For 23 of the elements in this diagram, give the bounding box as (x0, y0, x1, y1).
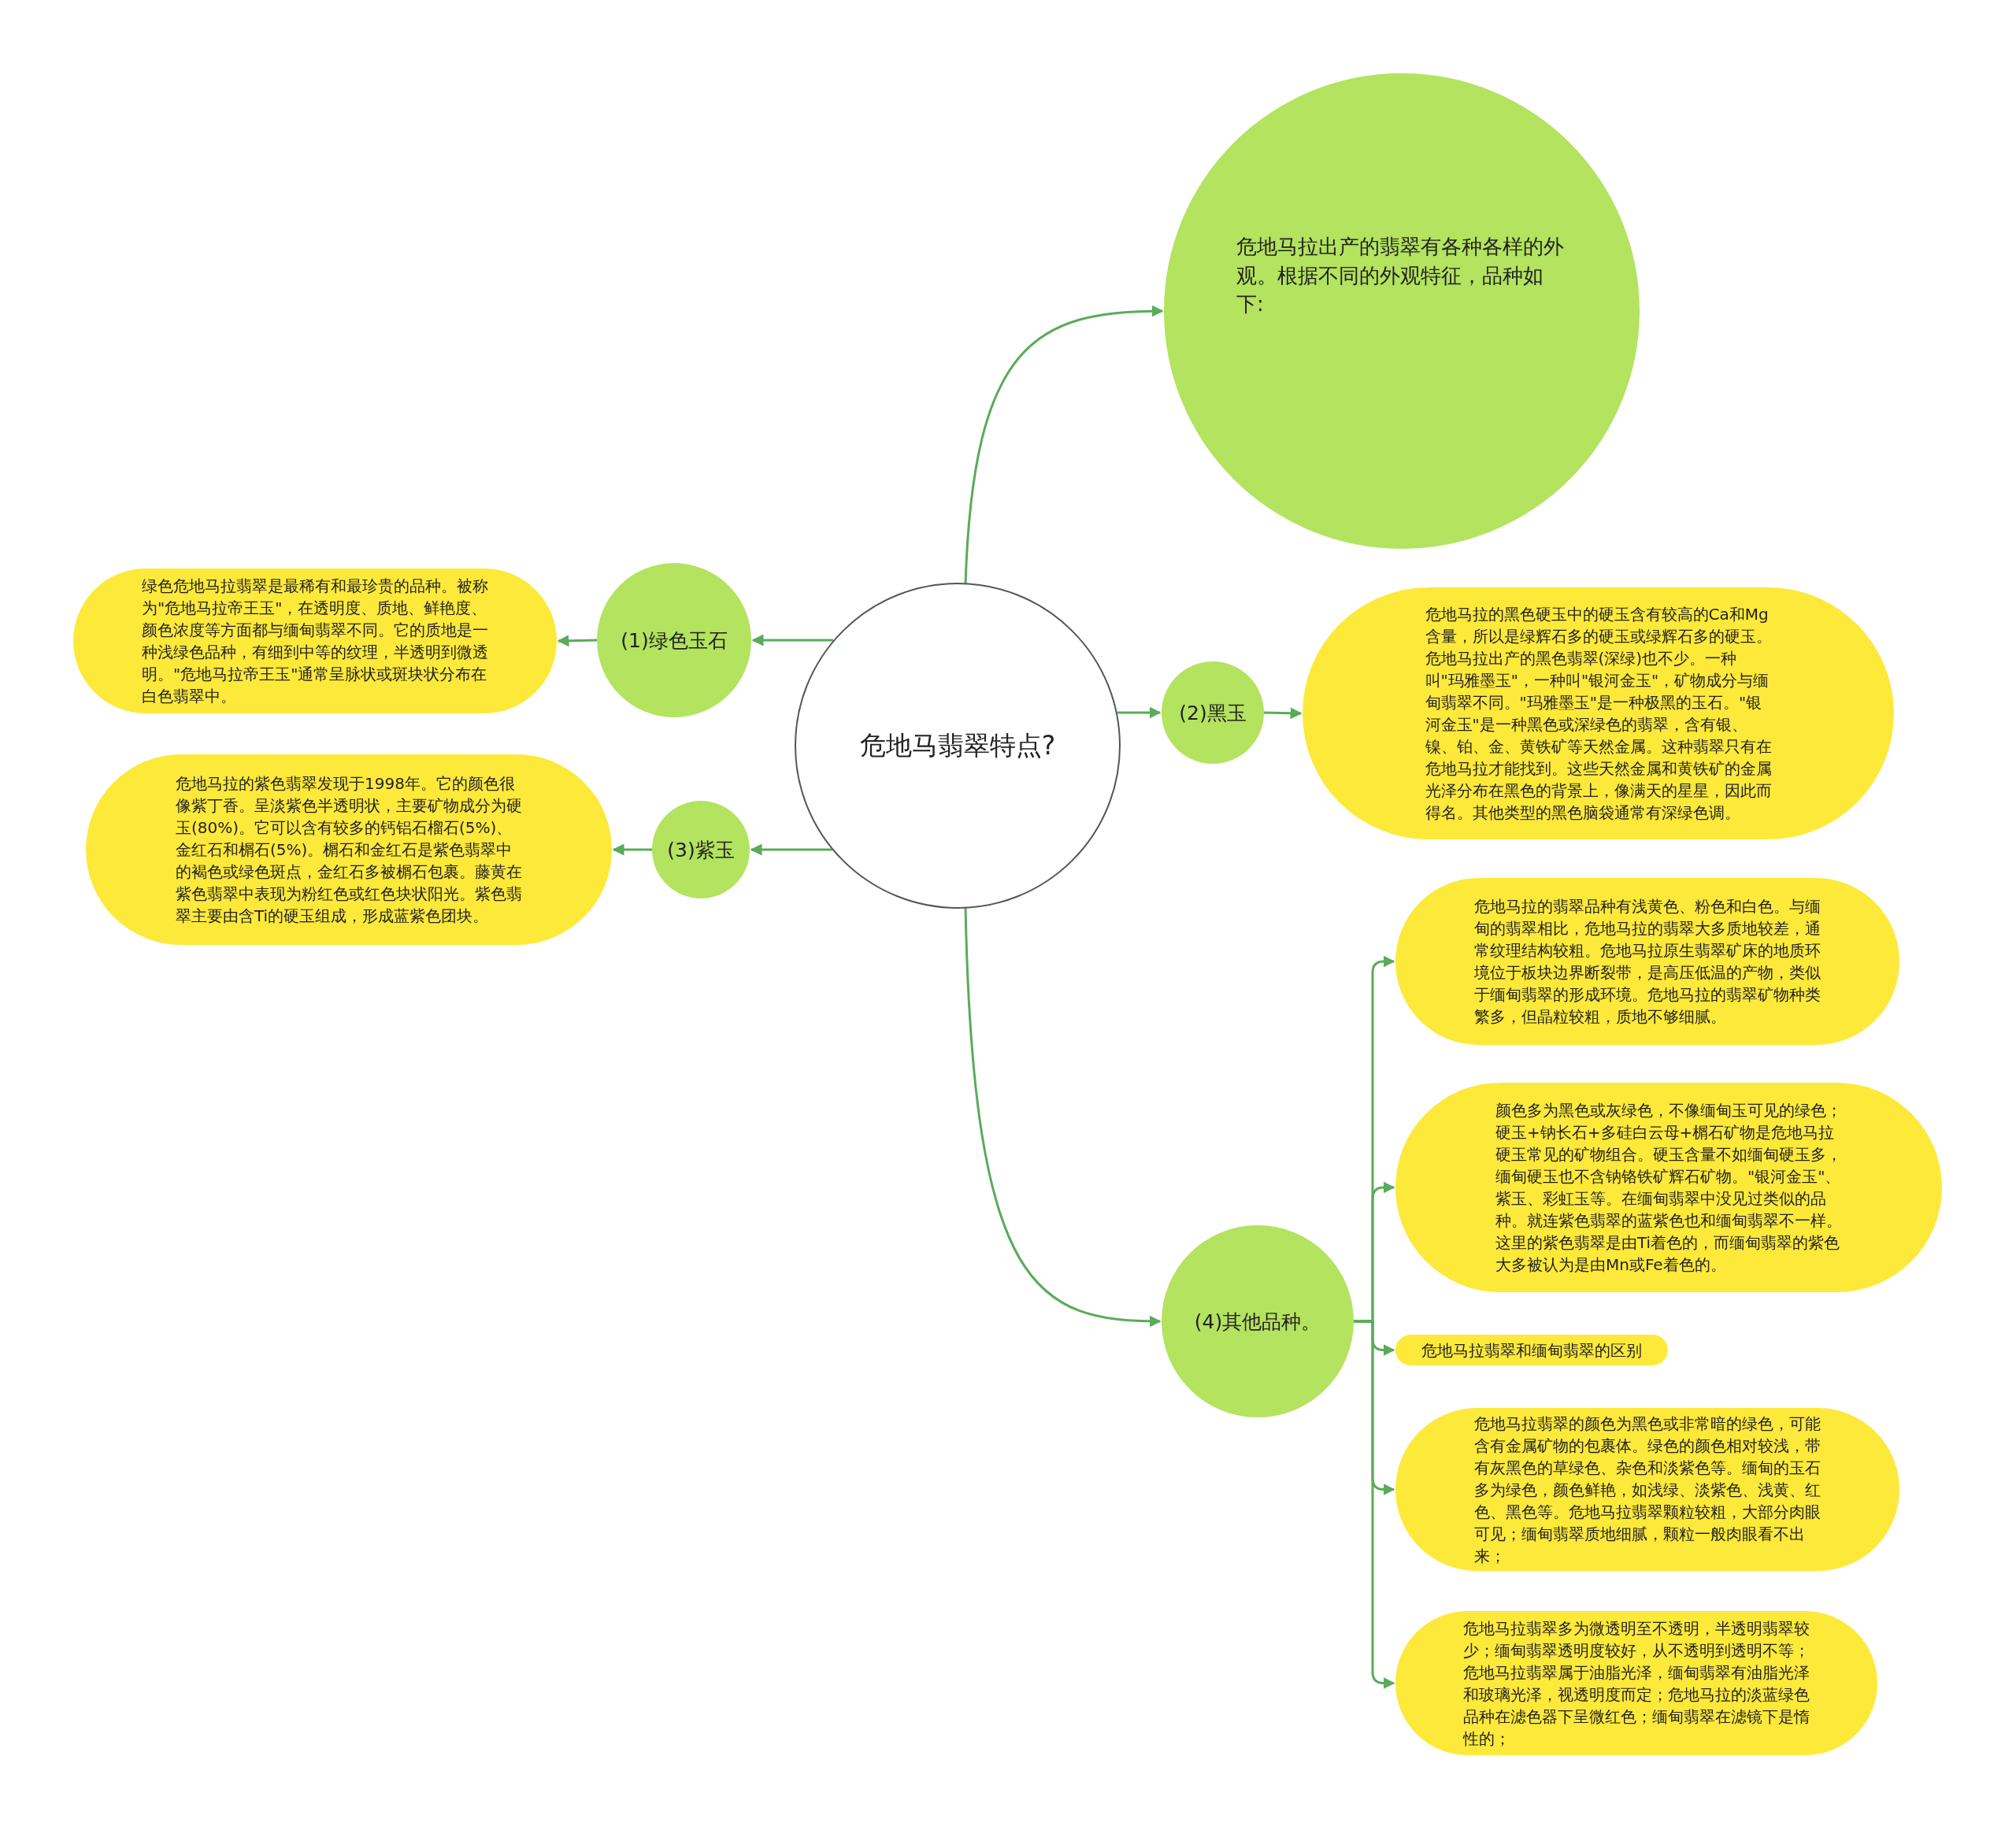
note-bubble: 危地马拉的紫色翡翠发现于1998年。它的颜色很像紫丁香。呈淡紫色半透明状，主要矿物成分为硬玉(80%)。它可以含有较多的钙铝石榴石(5%)、金红石和榍石(5%)。榍石和金红石是紫色翡翠中的褐色或绿色斑点，金红石多被榍石包裹。藤黄在紫色翡翠中表现为粉红色或红色块状阳光。紫色翡翠主要由含Ti的硬玉组成，形成蓝紫色团块。 (86, 754, 612, 945)
arrow (964, 907, 1162, 1328)
arrow (751, 634, 834, 646)
topic-circle: (3)紫玉 (652, 801, 750, 898)
note-bubble: 危地马拉翡翠的颜色为黑色或非常暗的绿色，可能含有金属矿物的包裹体。绿色的颜色相对较浅，带有灰黑色的草绿色、杂色和淡紫色等。缅甸的玉石多为绿色，颜色鲜艳，如浅绿、淡紫色、浅黄、红色、黑色等。危地马拉翡翠颗粒较粗，大部分肉眼可见；缅甸翡翠质地细腻，颗粒一般肉眼看不出来； (1395, 1408, 1899, 1571)
note-bubble: 颜色多为黑色或灰绿色，不像缅甸玉可见的绿色；硬玉+钠长石+多硅白云母+榍石矿物是危地马拉硬玉常见的矿物组合。硬玉含量不如缅甸硬玉多，缅甸硬玉也不含钠铬铁矿辉石矿物。"银河金玉"、紫玉、彩虹玉等。在缅甸翡翠中没见过类似的品种。就连紫色翡翠的蓝紫色也和缅甸翡翠不一样。这里的紫色翡翠是由Ti着色的，而缅甸翡翠的紫色大多被认为是由Mn或Fe着色的。 (1395, 1083, 1942, 1292)
topic-circle: (2)黑玉 (1162, 661, 1264, 764)
arrow (612, 843, 652, 856)
arrow (1263, 707, 1303, 720)
note-bubble: 绿色危地马拉翡翠是最稀有和最珍贵的品种。被称为"危地马拉帝王玉"，在透明度、质地、鲜艳度、颜色浓度等方面都与缅甸翡翠不同。它的质地是一种浅绿色品种，有细到中等的纹理，半透明到微透明。"危地马拉帝王玉"通常呈脉状或斑块状分布在白色翡翠中。 (73, 569, 557, 713)
arrow (1354, 1320, 1395, 1689)
note-bubble: 危地马拉翡翠多为微透明至不透明，半透明翡翠较少；缅甸翡翠透明度较好，从不透明到透明不等；危地马拉翡翠属于油脂光泽，缅甸翡翠有油脂光泽和玻璃光泽，视透明度而定；危地马拉的淡蓝绿色品种在滤色器下呈微红色；缅甸翡翠在滤镜下是惰性的； (1395, 1611, 1877, 1755)
arrow (557, 635, 598, 647)
arrow (750, 843, 832, 856)
note-tag: 危地马拉翡翠和缅甸翡翠的区别 (1395, 1335, 1668, 1365)
note-bubble: 危地马拉的黑色硬玉中的硬玉含有较高的Ca和Mg含量，所以是绿辉石多的硬玉或绿辉石多的硬玉。危地马拉出产的黑色翡翠(深绿)也不少。一种叫"玛雅墨玉"，一种叫"银河金玉"，矿物成分与缅甸翡翠不同。"玛雅墨玉"是一种极黑的玉石。"银河金玉"是一种黑色或深绿色的翡翠，含有银、镍、铂、金、黄铁矿等天然金属。这种翡翠只有在危地马拉才能找到。这些天然金属和黄铁矿的金属光泽分布在黑色的背景上，像满天的星星，因此而得名。其他类型的黑色脑袋通常有深绿色调。 (1303, 587, 1894, 839)
topic-circle: 危地马拉出产的翡翠有各种各样的外观。根据不同的外观特征，品种如下: (1164, 73, 1640, 549)
topic-circle: (1)绿色玉石 (597, 563, 751, 717)
arrow (1117, 706, 1162, 719)
central-topic-circle: 危地马翡翠特点? (795, 583, 1121, 909)
topic-circle: (4)其他品种。 (1162, 1225, 1354, 1417)
arrow (964, 305, 1164, 584)
note-bubble: 危地马拉的翡翠品种有浅黄色、粉色和白色。与缅甸的翡翠相比，危地马拉的翡翠大多质地较差，通常纹理结构较粗。危地马拉原生翡翠矿床的地质环境位于板块边界断裂带，是高压低温的产物，类似于缅甸翡翠的形成环境。危地马拉的翡翠矿物种类繁多，但晶粒较粗，质地不够细腻。 (1395, 878, 1899, 1045)
